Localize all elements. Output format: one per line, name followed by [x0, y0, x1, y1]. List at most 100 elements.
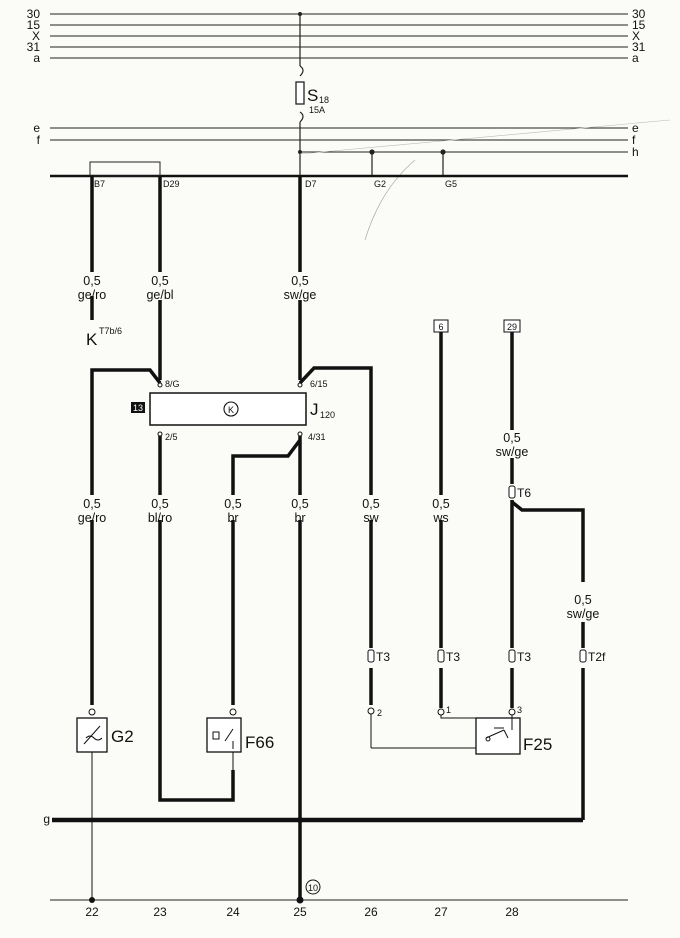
wire-color: ge/ro [78, 288, 107, 302]
rail-label-left: 15 [27, 18, 41, 32]
ground-ref-label: 10 [308, 883, 318, 893]
scan-artifact-line [299, 119, 671, 155]
relay-pin-4: 4/31 [308, 432, 326, 442]
wire-size: 0,5 [503, 431, 520, 445]
rail-label-left: f [37, 133, 41, 147]
switch-f66: F66 [206, 708, 274, 770]
track-number: 27 [434, 905, 448, 919]
terminal-6: 6 [433, 319, 449, 333]
connector-t6: T6 [517, 486, 531, 500]
relay-pin-8: 8/G [165, 379, 180, 389]
wire-color: ws [432, 511, 448, 525]
ground-point [89, 897, 95, 903]
connector-d29: D29 [163, 179, 180, 189]
wire-size: 0,5 [224, 497, 241, 511]
wire-size: 0,5 [151, 274, 168, 288]
wire-size: 0,5 [362, 497, 379, 511]
rail-label-right: e [632, 121, 639, 135]
connector-t2f: T2f [588, 650, 606, 664]
rail-label-right: 31 [632, 40, 646, 54]
wire-size: 0,5 [291, 274, 308, 288]
relay-tag: 13 [133, 403, 143, 413]
k-reference: K T7b/6 [86, 326, 122, 349]
rail-label-left: X [32, 29, 40, 43]
connector-g2: G2 [374, 179, 386, 189]
f25-pin-2: 2 [377, 708, 382, 718]
track-number: 23 [153, 905, 167, 919]
f25-pin-1: 1 [446, 705, 451, 715]
wire-size: 0,5 [83, 497, 100, 511]
wire-color: sw/ge [284, 288, 317, 302]
connector-b7: B7 [94, 179, 105, 189]
g2-label: G2 [111, 727, 134, 746]
rail-lines [50, 13, 628, 153]
connector-d7: D7 [305, 179, 317, 189]
relay-symbol-circle [223, 401, 239, 417]
fuse-body [295, 81, 305, 105]
f66-label: F66 [245, 733, 274, 752]
rail-label-right: f [632, 133, 636, 147]
rail-label-left: g [43, 812, 50, 826]
terminal-29: 29 [503, 319, 521, 333]
relay-wires [90, 366, 373, 898]
ground-ref-circle [305, 879, 321, 895]
f25-box [475, 717, 521, 755]
k-letter: K [86, 330, 98, 349]
rail-labels-right: 30 15 X 31 a e f h [632, 7, 646, 159]
wire-color: br [294, 511, 305, 525]
wire-size: 0,5 [151, 497, 168, 511]
rail-label-right: X [632, 29, 640, 43]
connector-t3: T3 [517, 650, 531, 664]
rail-label-left: 31 [27, 40, 41, 54]
f25-label: F25 [523, 735, 552, 754]
rail-label-right: 30 [632, 7, 646, 21]
fuse-name: S [307, 86, 318, 105]
ground-junction [297, 817, 303, 823]
connector-t3: T3 [446, 650, 460, 664]
rail-label-left: 30 [27, 7, 41, 21]
wire-color: bl/ro [148, 511, 172, 525]
k-ref: T7b/6 [99, 326, 122, 336]
connector-labels: B7 D29 D7 G2 G5 [94, 179, 457, 189]
relay-tag-box [131, 402, 145, 413]
rail-label-right: h [632, 145, 639, 159]
wire-size: 0,5 [574, 593, 591, 607]
track-number: 25 [293, 905, 307, 919]
rail-labels-left: 30 15 X 31 a e f g [27, 7, 50, 826]
relay-name-sub: 120 [320, 410, 335, 420]
wire-labels-mid: 0,5 ge/ro 0,5 bl/ro 0,5 br 0,5 br 0,5 sw… [78, 497, 450, 525]
track-number: 26 [364, 905, 378, 919]
relay-name: J [310, 400, 319, 419]
fuse-name-sub: 18 [319, 95, 329, 105]
f25-pin-3: 3 [517, 705, 522, 715]
fuse-rating: 15A [309, 105, 325, 115]
scan-artifact-curve [364, 159, 416, 241]
wire-color: sw/ge [567, 607, 600, 621]
connector-markers: T6 T3 T3 T3 T2f [367, 485, 606, 664]
bridge-b7-d29 [89, 161, 161, 177]
track-number: 28 [505, 905, 519, 919]
rail-label-left: a [33, 51, 40, 65]
wire-size: 0,5 [432, 497, 449, 511]
wire-color: ge/ro [78, 511, 107, 525]
sender-g2: G2 [76, 708, 134, 900]
relay-pin-2: 2/5 [165, 432, 178, 442]
relay-pin-6: 6/15 [310, 379, 328, 389]
rail-label-right: a [632, 51, 639, 65]
relay-j120: 13 K J 120 8/G 6/15 2/5 4/31 [131, 379, 335, 442]
relay-symbol: K [228, 405, 234, 415]
wire-color: sw [363, 511, 379, 525]
rail-label-left: e [33, 121, 40, 135]
wire-size: 0,5 [291, 497, 308, 511]
switch-f25: 2 1 3 F25 [367, 705, 552, 755]
rail-label-right: 15 [632, 18, 646, 32]
wire-color: sw/ge [496, 445, 529, 459]
terminal-29-label: 29 [507, 322, 517, 332]
relay-box [149, 392, 307, 426]
ground-taps [369, 149, 446, 176]
wires-right [439, 332, 585, 820]
ground-point [296, 896, 304, 904]
wire-color: br [227, 511, 238, 525]
fuse-s18: S 18 15A [295, 12, 329, 176]
